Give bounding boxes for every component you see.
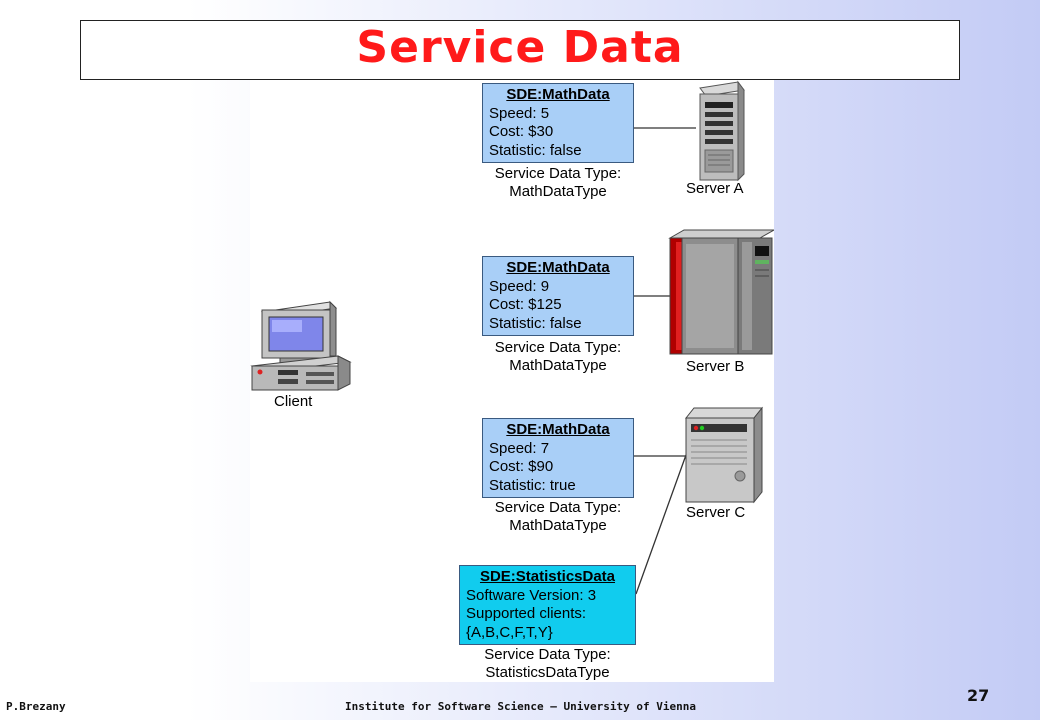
footer-author: P.Brezany bbox=[6, 700, 66, 713]
sde-line: Cost: $125 bbox=[489, 296, 562, 313]
sde-caption: Service Data Type: MathDataType bbox=[478, 339, 638, 374]
server-a-label: Server A bbox=[686, 180, 744, 197]
footer-institute: Institute for Software Science – Univers… bbox=[345, 700, 696, 713]
sde-line: Cost: $30 bbox=[489, 123, 554, 140]
sde-line: Statistic: false bbox=[489, 314, 582, 332]
server-b-icon bbox=[668, 229, 774, 355]
diagram-panel: SDE:MathData Speed: 5 Cost: $30 Statisti… bbox=[250, 80, 774, 682]
sde-line: {A,B,C,F,T,Y} bbox=[466, 623, 553, 641]
caption-line: Service Data Type: bbox=[494, 165, 622, 182]
page-number: 27 bbox=[967, 686, 990, 705]
sde-line: Speed: 7 bbox=[489, 439, 550, 457]
server-c-label: Server C bbox=[686, 504, 746, 521]
sde-header: SDE:StatisticsData bbox=[479, 568, 616, 585]
server-b-label: Server B bbox=[686, 358, 745, 375]
server-c-icon bbox=[684, 406, 764, 504]
connector-stats bbox=[635, 454, 687, 595]
server-a-icon bbox=[699, 80, 745, 182]
sde-line: Speed: 5 bbox=[489, 104, 550, 122]
sde-line: Supported clients: bbox=[466, 605, 587, 622]
client-icon bbox=[250, 300, 352, 391]
slide-title: Service Data bbox=[356, 22, 684, 73]
caption-line: MathDataType bbox=[509, 182, 607, 200]
sde-line: Statistic: false bbox=[489, 141, 582, 159]
sde-line: Software Version: 3 bbox=[466, 586, 597, 604]
sde-line: Speed: 9 bbox=[489, 277, 550, 295]
caption-line: Service Data Type: bbox=[494, 499, 622, 516]
sde-caption: Service Data Type: StatisticsDataType bbox=[459, 646, 636, 681]
sde-box-statistics: SDE:StatisticsData Software Version: 3 S… bbox=[459, 565, 636, 645]
sde-caption: Service Data Type: MathDataType bbox=[478, 499, 638, 534]
client-label: Client bbox=[274, 393, 313, 410]
sde-box-server-c: SDE:MathData Speed: 7 Cost: $90 Statisti… bbox=[482, 418, 634, 498]
sde-header: SDE:MathData bbox=[506, 86, 610, 103]
sde-box-server-a: SDE:MathData Speed: 5 Cost: $30 Statisti… bbox=[482, 83, 634, 163]
diagram-graphics bbox=[250, 80, 774, 595]
sde-line: Cost: $90 bbox=[489, 458, 554, 475]
title-box bbox=[80, 20, 960, 80]
caption-line: StatisticsDataType bbox=[485, 663, 610, 681]
caption-line: MathDataType bbox=[509, 516, 607, 534]
sde-header: SDE:MathData bbox=[506, 259, 610, 276]
sde-caption: Service Data Type: MathDataType bbox=[478, 165, 638, 200]
sde-line: Statistic: true bbox=[489, 476, 576, 494]
caption-line: MathDataType bbox=[509, 356, 607, 374]
sde-header: SDE:MathData bbox=[506, 421, 610, 438]
sde-box-server-b: SDE:MathData Speed: 9 Cost: $125 Statist… bbox=[482, 256, 634, 336]
caption-line: Service Data Type: bbox=[494, 339, 622, 356]
caption-line: Service Data Type: bbox=[484, 646, 611, 663]
